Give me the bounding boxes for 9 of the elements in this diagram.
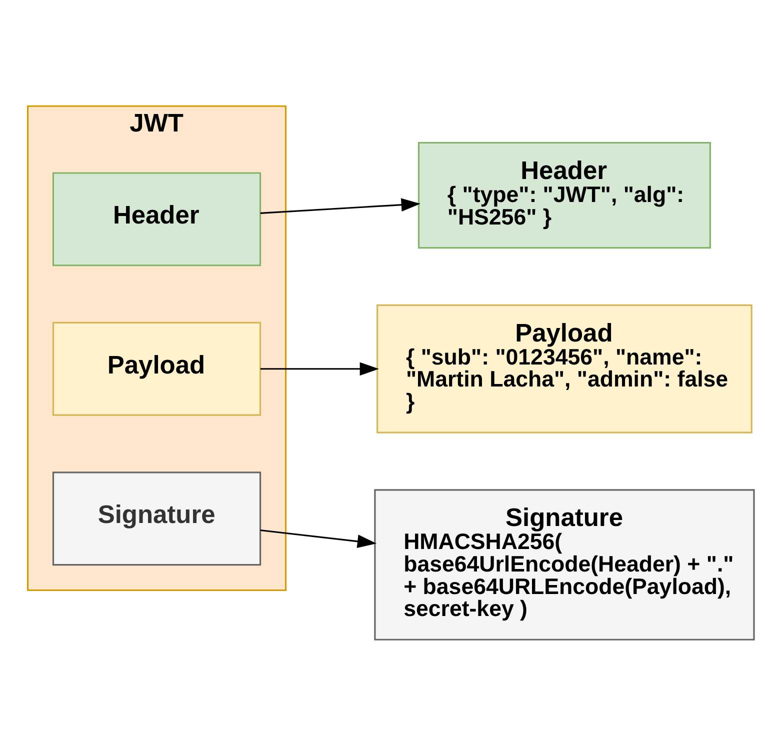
node-box: Signature	[52, 472, 262, 566]
arrow	[260, 529, 377, 548]
node-box: Header { "type": "JWT", "alg": "HS256" }	[418, 142, 711, 249]
node-box: Payload	[52, 322, 262, 416]
node-box: Signature HMACSHA256( base64UrlEncode(Header) + "." + base64URLEncode(Payload), secret-key )	[374, 489, 755, 640]
arrow	[260, 198, 420, 214]
arrow	[260, 362, 379, 376]
node-box: Header	[52, 172, 262, 266]
node-box: Payload { "sub": "0123456", "name": "Martin Lacha", "admin": false }	[376, 304, 752, 434]
